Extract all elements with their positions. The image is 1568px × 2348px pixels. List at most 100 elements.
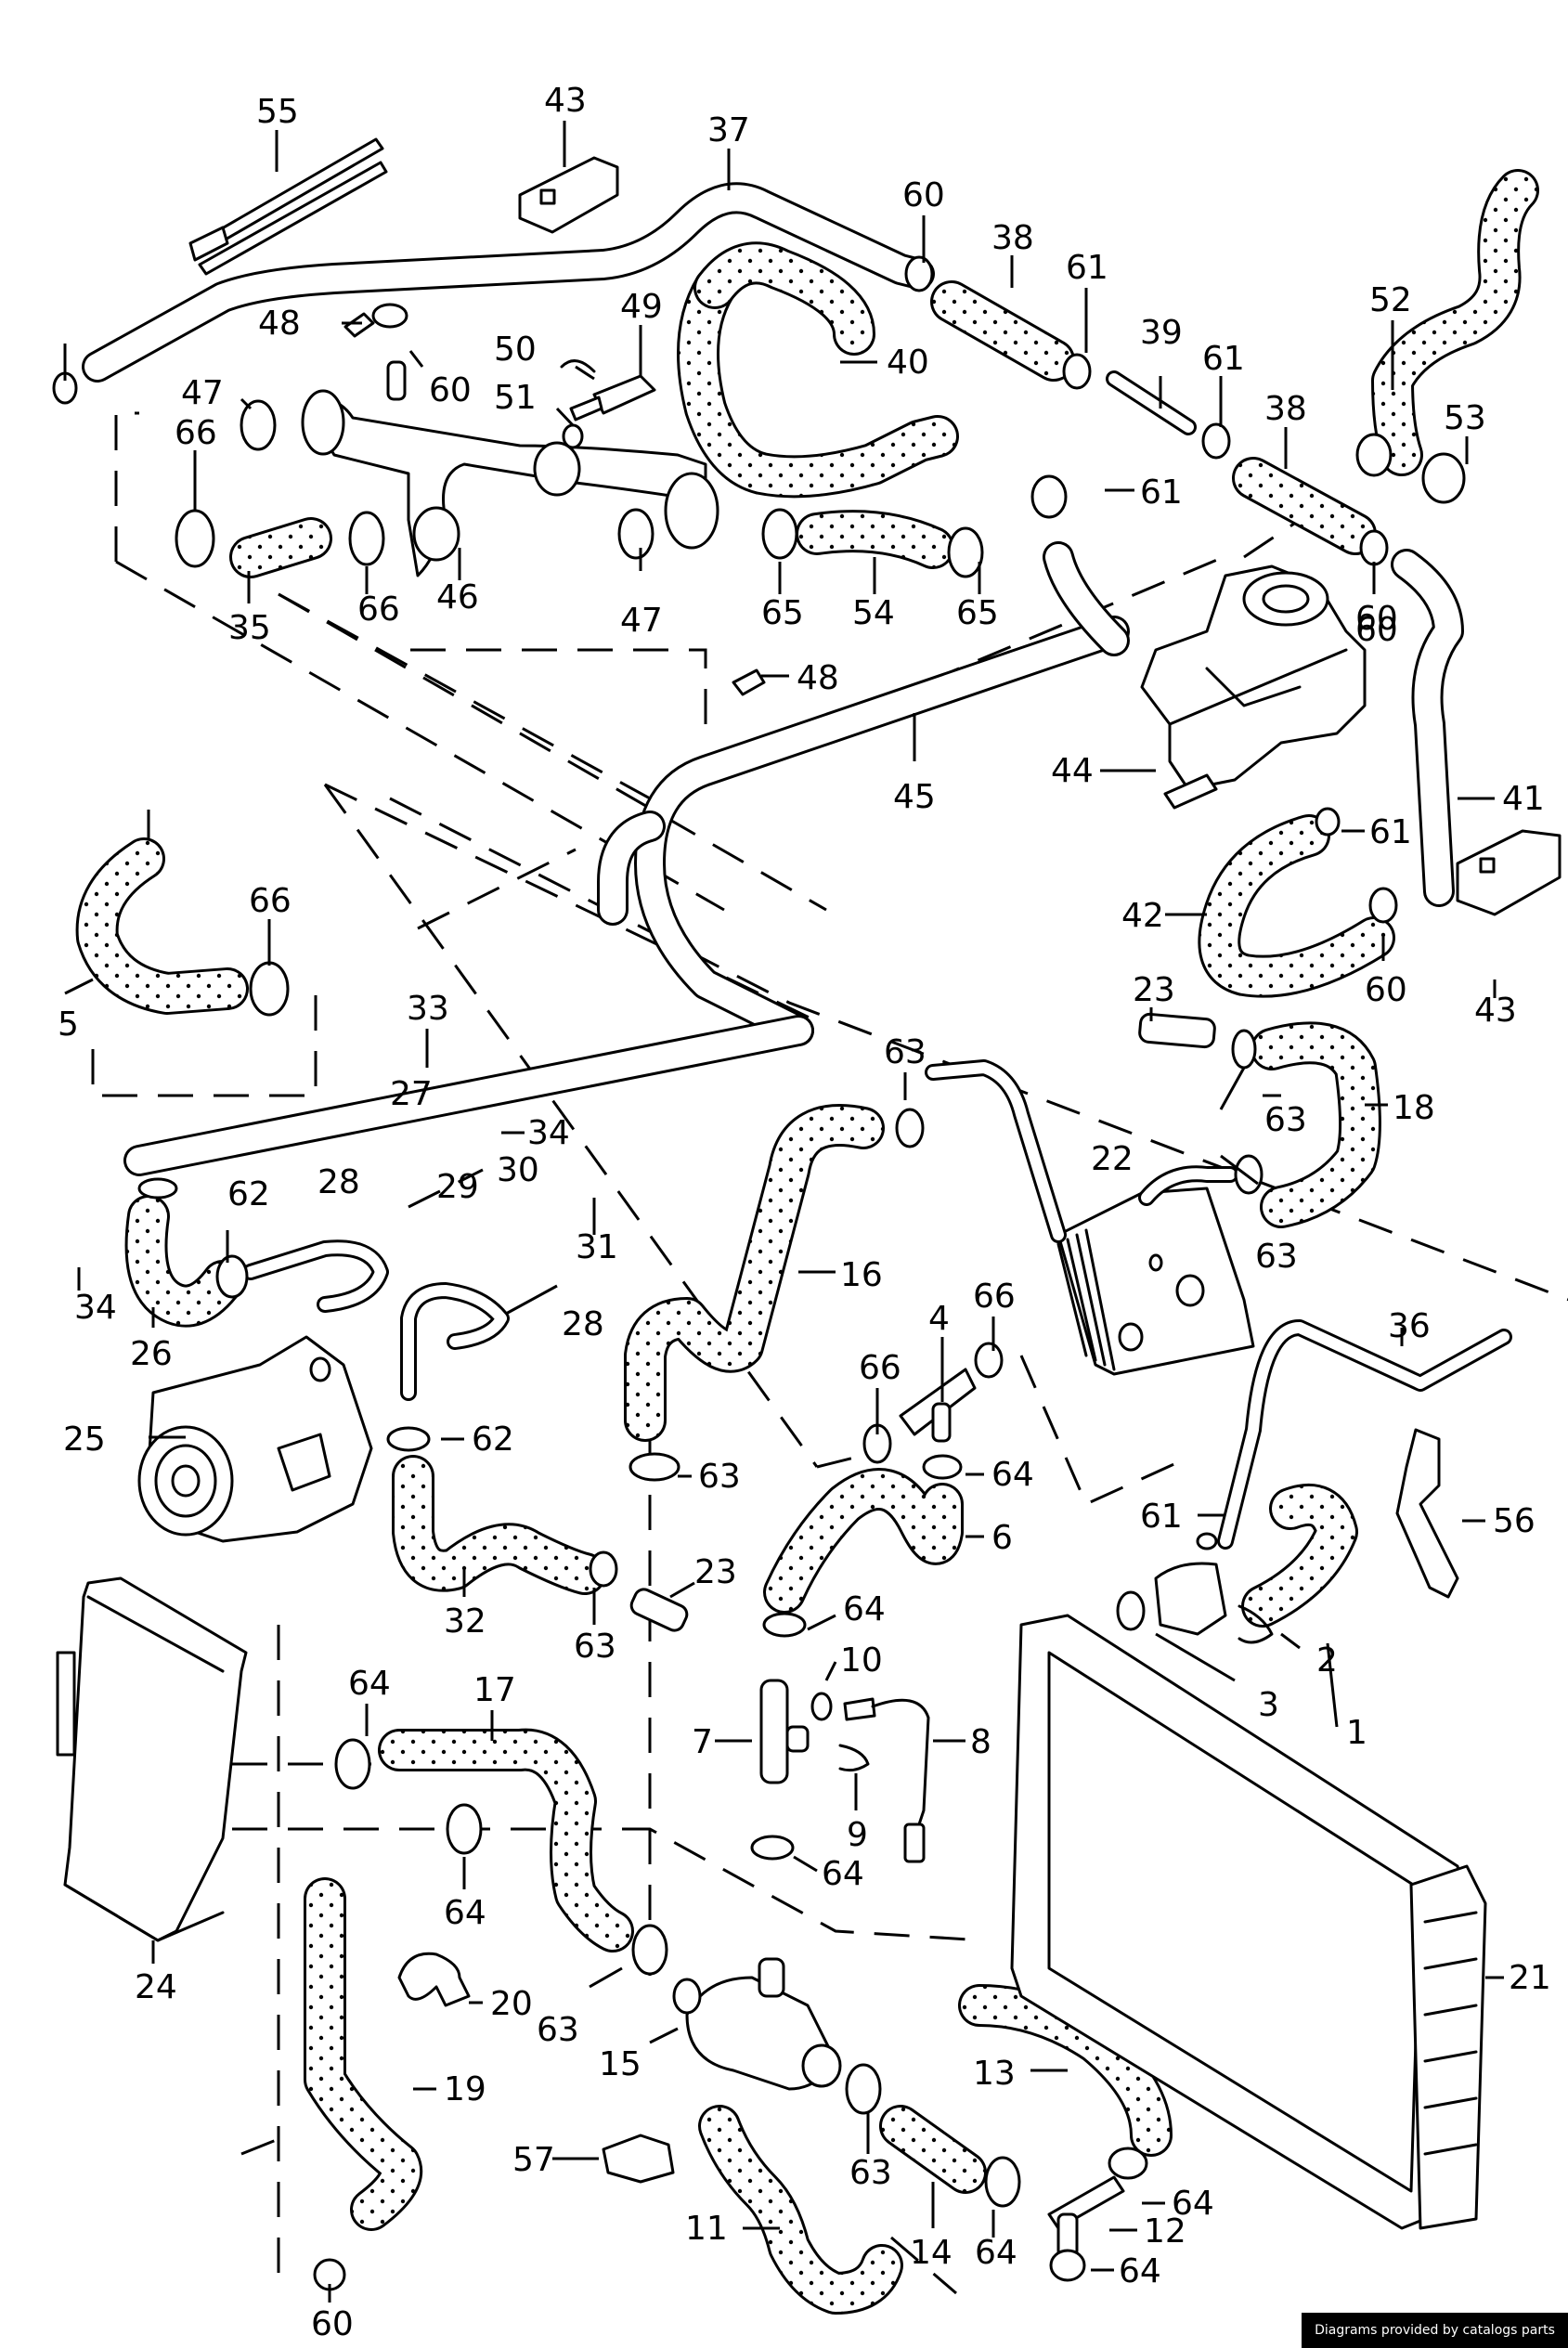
callout-3: 3 [1258,1686,1279,1724]
holder-20 [397,1952,471,2007]
callout-61: 61 [1140,1498,1183,1536]
callout-48: 48 [797,659,839,697]
callout-56: 56 [1493,1502,1536,1540]
callout-63: 63 [884,1033,927,1071]
callout-66: 66 [859,1349,901,1387]
callout-61: 61 [1066,249,1108,287]
callout-46: 46 [436,578,479,616]
thermostat-housing-15 [672,1957,842,2091]
callout-14: 14 [910,2234,952,2272]
callout-32: 32 [444,1602,486,1641]
cable-tie-55 [188,137,388,276]
callout-52: 52 [1369,281,1412,319]
pipe-27 [242,1239,389,1313]
callout-66: 66 [973,1278,1016,1316]
callout-40: 40 [887,344,929,382]
callout-38: 38 [991,219,1034,257]
callout-30: 30 [497,1151,539,1189]
coolant-pipe-45 [597,541,1130,1046]
coolant-flange-pipe-46 [301,360,719,577]
callout-63: 63 [1264,1101,1307,1139]
callout-44: 44 [1051,752,1094,790]
callout-51: 51 [494,379,537,417]
callout-12: 12 [1144,2212,1186,2251]
cap-53 [1355,433,1466,504]
tee-connector-4 [899,1368,977,1443]
callout-66: 66 [175,414,217,452]
callout-labels: 55 43 37 60 38 61 39 61 52 38 53 60 48 4… [58,82,1551,2343]
coolant-pipe-37 [82,182,935,383]
callout-43: 43 [1474,992,1517,1030]
callout-48: 48 [258,305,301,343]
callout-42: 42 [1121,897,1164,935]
temperature-sensor-49 [569,374,656,422]
heater-core-24 [56,1576,248,1942]
callout-64: 64 [822,1855,864,1893]
callout-23: 23 [694,1553,737,1591]
o-ring-51 [562,423,584,449]
callout-34: 34 [527,1114,570,1152]
o-ring-47-a [240,399,277,451]
expansion-tank-44 [1140,564,1367,810]
callout-17: 17 [473,1671,516,1709]
t-piece-7 [759,1679,810,1784]
coolant-pipe-36 [1217,1319,1512,1550]
callout-53: 53 [1444,399,1486,437]
callout-64: 64 [1172,2185,1214,2223]
callout-43: 43 [544,82,587,120]
coolant-pipe-33 [123,1015,814,1176]
callout-63: 63 [1255,1238,1298,1276]
callout-36: 36 [1388,1307,1431,1345]
hose-clamps [52,255,1398,2291]
pipe-connector-23-a [1138,1012,1216,1049]
hoses [75,169,1539,2315]
callout-23: 23 [1133,971,1175,1009]
bolt-48-a [343,312,375,338]
callout-65: 65 [761,594,804,632]
callout-63: 63 [574,1628,616,1666]
o-ring-47-b [617,508,654,560]
callout-61: 61 [1140,473,1183,512]
callout-28: 28 [317,1163,360,1201]
pipe-31 [400,1282,510,1401]
callout-11: 11 [685,2210,728,2248]
flange-assembly-1 [1116,1562,1274,1644]
retaining-clip-9 [838,1744,870,1772]
oil-cooler-22 [925,1059,1255,1376]
callout-60: 60 [311,2305,354,2343]
callout-10: 10 [840,1641,883,1680]
callout-60: 60 [1365,971,1407,1009]
callout-29: 29 [436,1168,479,1206]
callout-63: 63 [698,1458,741,1496]
leader-lines [63,121,1504,2303]
callout-26: 26 [130,1335,173,1373]
callout-66: 66 [357,590,400,629]
callout-16: 16 [840,1256,883,1294]
callout-19: 19 [444,2070,486,2108]
callout-4: 4 [928,1300,950,1338]
callout-1: 1 [1346,1714,1367,1752]
callout-35: 35 [228,609,271,647]
callout-8: 8 [970,1723,991,1761]
alternator-25 [137,1335,373,1543]
callout-21: 21 [1509,1959,1551,1997]
callout-55: 55 [256,93,299,131]
callout-60: 60 [429,371,472,409]
callout-2: 2 [1316,1641,1338,1680]
callout-24: 24 [135,1968,177,2006]
callout-20: 20 [490,1985,533,2023]
callout-64: 64 [444,1894,486,1932]
callout-34: 34 [74,1289,117,1327]
callout-13: 13 [973,2055,1016,2093]
callout-49: 49 [620,288,663,326]
callout-62: 62 [472,1420,514,1459]
tee-connector-12 [1047,2175,1125,2258]
callout-31: 31 [576,1228,618,1266]
callout-64: 64 [991,1456,1034,1494]
callout-47: 47 [620,602,663,640]
pipe-connector-23-b [629,1588,689,1632]
callout-27: 27 [390,1075,433,1113]
callout-47: 47 [181,374,224,412]
clip-50 [560,359,596,373]
clip-43 [518,156,1562,916]
